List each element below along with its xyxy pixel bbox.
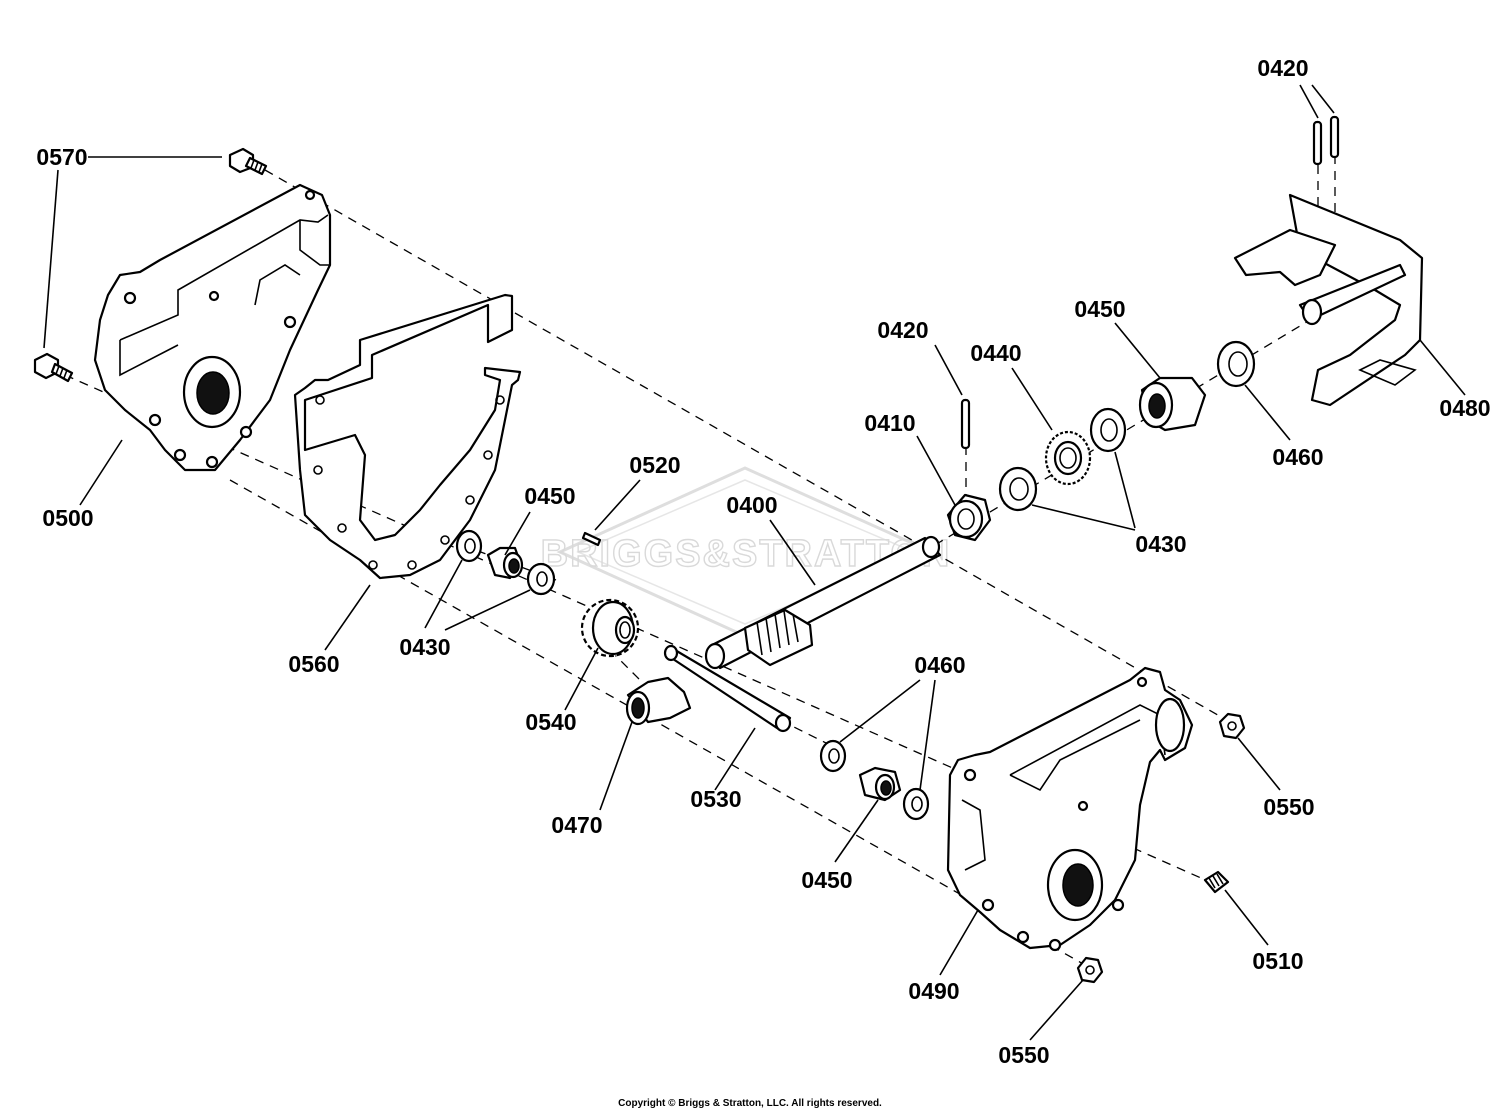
washer-0460-lower-a — [819, 739, 847, 773]
washer-0430-left-b — [526, 562, 556, 596]
key-0520 — [581, 531, 602, 547]
nut-0550-right — [1218, 712, 1246, 740]
pins-0420-top — [1312, 115, 1340, 166]
pin-0420-center — [960, 398, 971, 450]
bushing-0470 — [625, 676, 692, 726]
label-0460-lower: 0460 — [914, 652, 965, 678]
label-0570: 0570 — [36, 144, 87, 170]
label-0420-top: 0420 — [1257, 55, 1308, 81]
label-0400: 0400 — [726, 492, 777, 518]
label-0430-left: 0430 — [399, 634, 450, 660]
pin-0530 — [663, 644, 792, 733]
housing-0500 — [93, 183, 332, 472]
label-0540: 0540 — [525, 709, 576, 735]
label-0490: 0490 — [908, 978, 959, 1004]
leader-lines — [43, 84, 1466, 1041]
label-0440: 0440 — [970, 340, 1021, 366]
label-0550-bottom: 0550 — [998, 1042, 1049, 1068]
gear-0540 — [580, 598, 640, 658]
bolt-0570-upper — [228, 147, 268, 176]
label-0410: 0410 — [864, 410, 915, 436]
part-labels: 0570 0500 0560 0430 0450 0520 0540 0470 … — [36, 55, 1490, 1068]
gasket-0560 — [293, 293, 522, 580]
bushing-0450-upper — [1138, 376, 1207, 432]
label-0450-upper: 0450 — [1074, 296, 1125, 322]
set-screw-0510 — [1203, 870, 1230, 894]
label-0460-upper: 0460 — [1272, 444, 1323, 470]
copyright-notice: Copyright © Briggs & Stratton, LLC. All … — [618, 1098, 882, 1109]
label-0470: 0470 — [551, 812, 602, 838]
washer-0430-right-b — [1089, 407, 1127, 453]
label-0450-left: 0450 — [524, 483, 575, 509]
bushing-0450-lower — [858, 766, 902, 802]
housing-0490 — [946, 666, 1194, 952]
impeller-0480 — [1233, 193, 1424, 407]
label-0530: 0530 — [690, 786, 741, 812]
label-0480: 0480 — [1439, 395, 1490, 421]
label-0520: 0520 — [629, 452, 680, 478]
label-0560: 0560 — [288, 651, 339, 677]
label-0430-right: 0430 — [1135, 531, 1186, 557]
label-0510: 0510 — [1252, 948, 1303, 974]
bolt-0570-lower — [33, 352, 74, 383]
shaft-0400 — [704, 535, 942, 670]
bushing-0410 — [946, 493, 992, 542]
label-0420-center: 0420 — [877, 317, 928, 343]
washer-0460-lower-b — [902, 787, 930, 821]
label-0500: 0500 — [42, 505, 93, 531]
washer-0430-left-a — [455, 529, 483, 563]
thrust-bearing-0440 — [1044, 430, 1092, 486]
nut-0550-bottom — [1076, 956, 1104, 984]
label-0450-lower: 0450 — [801, 867, 852, 893]
label-0550-right: 0550 — [1263, 794, 1314, 820]
washer-0460-upper — [1216, 340, 1256, 388]
bushing-0450-left — [486, 546, 524, 580]
washer-0430-right-a — [998, 466, 1038, 512]
